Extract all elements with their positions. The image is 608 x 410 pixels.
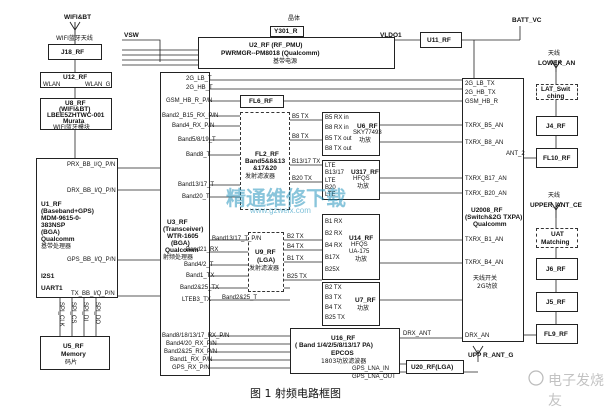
u9-b25-tx: B25 TX [287, 274, 307, 280]
u3-transceiver: U3_RF (Transceiver) WTR-1605 (BGA) Qualc… [160, 72, 210, 376]
pin-band8-18-13-17-rx: Band8/18/13/17_RX_P/N [162, 333, 230, 339]
pin-band13-17-t-pn: Band13/17_T_P/N [212, 236, 262, 242]
pin-2g-hb-t: 2G_HB_T [186, 85, 213, 91]
u5-memory: U5_RF Memory 码片 [40, 336, 110, 370]
u20-block: U20_RF(LGA) [406, 360, 464, 374]
fl9-filter: FL9_RF [536, 324, 578, 344]
j6-block: J6_RF [536, 258, 578, 280]
y301-crystal: Y301_R [270, 26, 304, 37]
u9-b2-tx: B2 TX [287, 234, 304, 240]
fl2-b20-tx: B20 TX [292, 176, 312, 182]
antenna-top-label: 天线 [548, 50, 561, 57]
pin-band2-25-rx: Band2&25_RX_P/N [164, 349, 218, 355]
u16-gps-lna-in: GPS_LNA_IN [352, 366, 390, 372]
pin-band13-17-t: Band13/17_T [178, 182, 215, 188]
u8-wifi-module: U8_RF (WIFI&BT) LBEE5ZHTWC-001 Murata WI… [40, 98, 112, 131]
pin-band4-2-t: Band4/2_T [184, 262, 214, 268]
ant2-label: ANT_2 [506, 151, 525, 157]
fl10-filter: FL10_RF [536, 148, 578, 168]
pin-band2-b15-rx: Band2_B15_RX_P/N [162, 113, 219, 119]
pin-band4-rx: Band4_RX_P/N [172, 123, 215, 129]
vsw-label: VSW [124, 32, 139, 39]
u16-pa-filter: U16_RF ( Band 1/4/2/5/8/13/17 PA) EPCOS … [290, 328, 400, 374]
u9-b4-tx: B4 TX [287, 244, 304, 250]
u16-gps-lna-out: GPS_LNA_OUT [352, 374, 396, 380]
pin-band1-tx: Band1_TX [186, 273, 215, 279]
figure-caption: 图 1 射频电路框图 [250, 387, 341, 400]
fl2-b8-tx: B8 TX [292, 134, 309, 140]
uat-matching: UAT Matching [536, 228, 578, 248]
wifi-antenna-label: WIFI蓝牙天线 [56, 35, 93, 42]
batt-label: BATT_VC [512, 17, 542, 24]
pin-spi-cs: SPI_CS [70, 302, 76, 324]
pin-gsm-hb-r: GSM_HB_R_P/N [166, 98, 213, 104]
j4-block: J4_RF [536, 116, 578, 136]
u12-block: U12_RF WLAN WLAN_G [40, 72, 112, 88]
pin-spi-do: SPI_DO [94, 302, 100, 325]
pin-spi-di: SPI_DI [82, 302, 88, 322]
pin-band5-8-19-t: Band5/8/19_T [178, 137, 216, 143]
lower-ant-label: LOWER_AN [538, 60, 576, 67]
pin-lteb3-tx: LTEB3_TX [182, 297, 211, 303]
u14-power-amp: B1 RX B2 RX B4 RX B17X B25X U14_RF HFQS … [322, 214, 380, 280]
watermark-url: www.gzweix.com [250, 206, 311, 215]
pin-spi-clk: SPI_CLK [58, 302, 64, 327]
u11-block: U11_RF [420, 32, 462, 48]
u9-tx-filter: U9_RF (LGA) 发射滤波器 [248, 232, 284, 292]
j18-block: J18_RF [48, 44, 102, 60]
u1-baseband: PRX_BB_I/Q_P/N DRX_BB_I/Q_P/N U1_RF (Bas… [36, 158, 118, 298]
fl2-b5-tx: B5 TX [292, 114, 309, 120]
pin-band20-t: Band20_T [182, 194, 210, 200]
lat-switching: LAT_Swit ching [536, 84, 578, 100]
u6-power-amp: B5 RX in B8 RX in B5 TX out B8 TX out U6… [322, 112, 382, 156]
crystal-label: 晶体 [288, 15, 301, 22]
pin-gps-rx: GPS_RX_P/N [172, 365, 210, 371]
u7-power-amp: B2 TX B3 TX B4 TX B25 TX U7_RF 功放 [322, 282, 380, 326]
wifi-bt-label: WIFI&BT [64, 14, 92, 21]
u9-b1-tx: B1 TX [287, 256, 304, 262]
pin-2g-lb-t: 2G_LB_T [186, 76, 212, 82]
watermark-elecfans: 电子发烧友 [548, 373, 604, 409]
u2008-switch-pa: 2G_LB_TX 2G_HB_TX GSM_HB_R TXRX_B5_AN TX… [462, 78, 524, 342]
u317-power-amp: LTE B13/17 LTE B20 LTE U317_RF HFQS 功放 [322, 160, 380, 200]
pin-band8-t: Band8_T [186, 152, 211, 158]
pin-band2-25-t: Band2&25_T [222, 295, 258, 301]
fl2-b13-17-tx: B13/17 TX [292, 159, 321, 165]
pin-band21-rx: Band21_RX [186, 247, 219, 253]
antenna-mid-label: 天线 [548, 192, 561, 199]
fl2-tx-filter: FL2_RF Band5&8&13 &17&20 发射滤波器 [240, 112, 290, 210]
upper-ant-label: UPPER_ANT_CE [530, 202, 583, 209]
u2-pmu: U2_RF (RF_PMU) PWRMGR--PM8018 (Qualcomm)… [198, 37, 395, 69]
vldo-label: VLDO1 [380, 32, 402, 39]
watermark-text: 精通维修下载 [226, 186, 346, 210]
pin-band2-25-tx: Band2&25_TX [180, 285, 220, 291]
pin-band4-20-rx: Band4/20_RX_P/N [166, 341, 217, 347]
u16-drx-ant: DRX_ANT [403, 331, 432, 337]
upper-ant-g-label: UPP R_ANT_G [468, 352, 514, 359]
j5-block: J5_RF [536, 292, 578, 312]
pin-band1-rx: Band1_RX_P/N [170, 357, 213, 363]
fl6-filter: FL6_RF [240, 95, 284, 108]
